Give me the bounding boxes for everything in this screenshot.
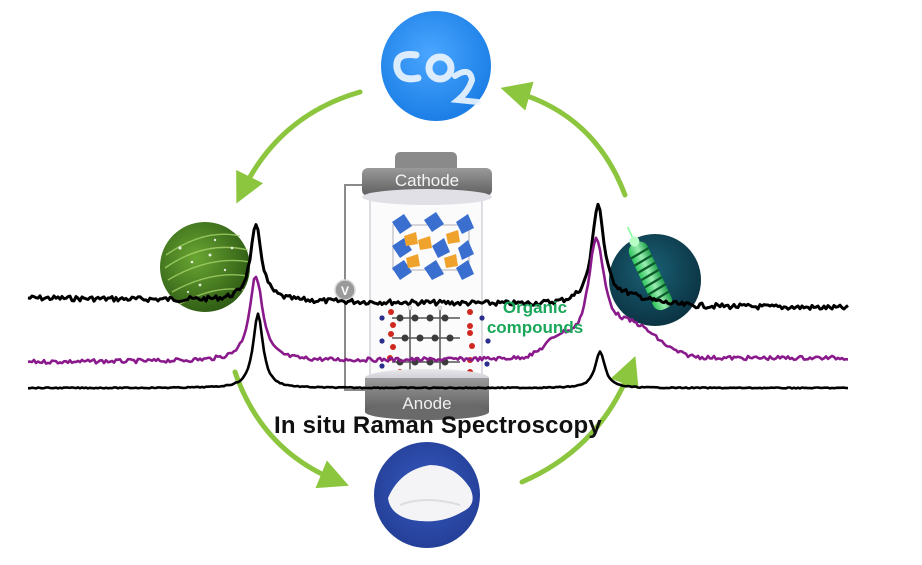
electrochemical-cell: V bbox=[334, 152, 492, 420]
arrow-battery-to-co2 bbox=[500, 81, 628, 198]
cathode-cap-top bbox=[395, 152, 457, 172]
cathode-label: Cathode bbox=[394, 171, 460, 190]
cycle-arrows bbox=[232, 81, 639, 489]
bottom-spectrum bbox=[27, 312, 849, 390]
organic-compounds-label: Organic compounds bbox=[480, 298, 590, 338]
co2-node bbox=[381, 11, 491, 121]
cathode-electrode bbox=[362, 168, 492, 196]
anode-label: Anode bbox=[402, 394, 452, 413]
voltmeter-icon bbox=[334, 279, 356, 301]
figure-title: In situ Raman Spectroscopy bbox=[274, 412, 602, 439]
battery-node bbox=[609, 226, 701, 326]
organic-label-line1: Organic bbox=[502, 298, 568, 317]
white-powder-icon bbox=[388, 465, 473, 522]
middle-spectrum bbox=[27, 236, 849, 365]
arrow-leaf-to-powder bbox=[232, 369, 349, 489]
voltmeter-symbol: V bbox=[341, 284, 349, 298]
raman-spectra bbox=[27, 202, 849, 390]
powder-node bbox=[374, 442, 480, 548]
co2-cloud-text-icon bbox=[393, 51, 481, 105]
top-spectrum bbox=[27, 202, 849, 311]
water-droplets-icon bbox=[178, 238, 234, 294]
crystal-structure-icon bbox=[392, 212, 474, 280]
arrow-powder-to-battery bbox=[519, 356, 639, 485]
organic-label-line2: compounds bbox=[486, 318, 584, 337]
arrow-co2-to-leaf bbox=[236, 89, 363, 204]
